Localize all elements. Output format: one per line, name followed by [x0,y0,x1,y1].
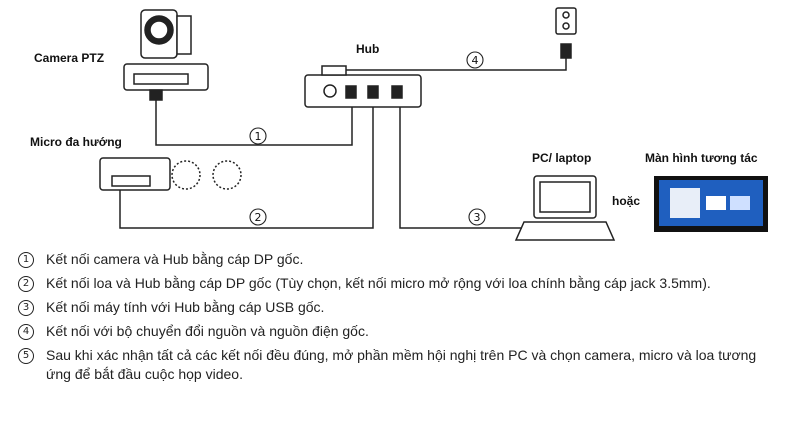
connection-num-4: 4 [472,54,479,67]
or-label: hoặc [612,194,640,208]
step-number: 3 [18,300,34,316]
connection-num-2: 2 [255,211,262,224]
instruction-list: 1 Kết nối camera và Hub bằng cáp DP gốc.… [18,250,778,389]
step-number: 4 [18,324,34,340]
step-number: 2 [18,276,34,292]
instruction-item: 2 Kết nối loa và Hub bằng cáp DP gốc (Tù… [18,274,778,293]
power-outlet-icon [555,7,577,59]
step-text: Sau khi xác nhận tất cả các kết nối đều … [46,347,757,382]
step-text: Kết nối loa và Hub bằng cáp DP gốc (Tùy … [46,275,711,291]
connection-num-1: 1 [255,130,262,143]
camera-label: Camera PTZ [34,51,104,65]
hub-device-icon [304,65,422,108]
step-number: 5 [18,348,34,364]
hub-label: Hub [356,42,379,56]
micro-label: Micro đa hướng [30,135,122,149]
instruction-item: 4 Kết nối với bộ chuyển đổi nguồn và ngu… [18,322,778,341]
cables [119,58,567,229]
connection-markers [249,51,486,226]
step-number: 1 [18,252,34,268]
step-text: Kết nối với bộ chuyển đổi nguồn và nguồn… [46,323,369,339]
instruction-item: 3 Kết nối máy tính với Hub bằng cáp USB … [18,298,778,317]
interactive-display-icon [654,176,768,232]
step-text: Kết nối máy tính với Hub bằng cáp USB gố… [46,299,325,315]
omni-microphone-icon [99,157,242,191]
connection-num-3: 3 [474,211,481,224]
instruction-item: 1 Kết nối camera và Hub bằng cáp DP gốc. [18,250,778,269]
ptz-camera-icon [123,9,209,101]
instruction-item: 5 Sau khi xác nhận tất cả các kết nối đề… [18,346,778,384]
display-label: Màn hình tương tác [645,151,758,165]
connection-diagram: Camera PTZ Hub Micro đa hướng PC/ laptop… [30,7,768,241]
step-text: Kết nối camera và Hub bằng cáp DP gốc. [46,251,304,267]
pc-label: PC/ laptop [532,151,591,165]
laptop-icon [514,175,616,241]
